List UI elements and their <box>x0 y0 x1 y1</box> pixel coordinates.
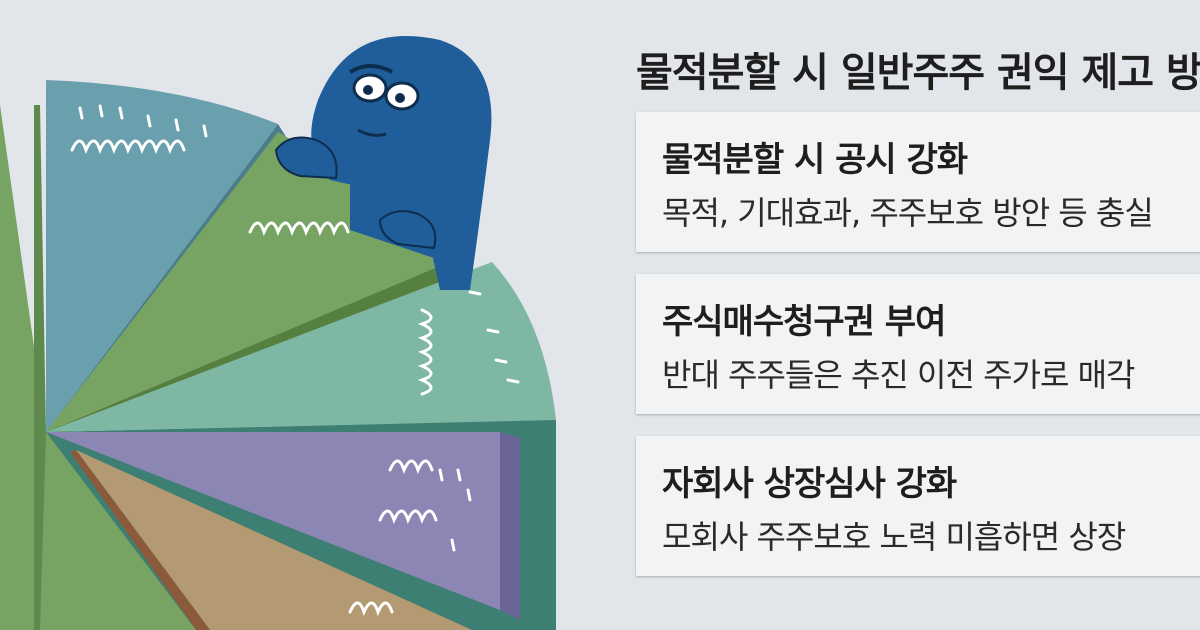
measure-card-appraisal-right: 주식매수청구권 부여 반대 주주들은 추진 이전 주가로 매각 <box>636 274 1200 414</box>
pie-slice-purple-edge <box>500 432 520 620</box>
pie-slice-tan <box>76 450 472 630</box>
figure-hand-left <box>274 136 338 180</box>
pie-slice-green <box>46 132 442 432</box>
pie-slice-teal <box>46 80 278 432</box>
peeking-figure <box>274 36 492 290</box>
measure-card-description: 모회사 주주보호 노력 미흡하면 상장 <box>662 518 1126 556</box>
measure-card-description: 목적, 기대효과, 주주보호 방안 등 충실 <box>662 194 1154 232</box>
measure-card-title: 물적분할 시 공시 강화 <box>662 140 968 180</box>
measure-card-title: 주식매수청구권 부여 <box>662 302 946 342</box>
figure-hand-right <box>378 210 437 250</box>
pie-illustration <box>0 36 556 630</box>
pie-slice-center-green <box>46 432 196 630</box>
figure-body <box>311 36 492 290</box>
measure-card-title: 자회사 상장심사 강화 <box>662 464 957 504</box>
pie-slice-tan-edge <box>70 450 210 630</box>
squiggle-decorations <box>70 104 520 617</box>
measure-card-description: 반대 주주들은 추진 이전 주가로 매각 <box>662 356 1135 394</box>
pie-slice-purple <box>46 432 500 610</box>
measure-card-disclosure: 물적분할 시 공시 강화 목적, 기대효과, 주주보호 방안 등 충실 <box>636 112 1200 252</box>
page-title: 물적분할 시 일반주주 권익 제고 방 <box>636 50 1200 96</box>
pie-slice-left-strip <box>34 105 46 630</box>
pie-slice-green-edge <box>46 265 446 436</box>
measure-card-listing-review: 자회사 상장심사 강화 모회사 주주보호 노력 미흡하면 상장 <box>636 436 1200 576</box>
